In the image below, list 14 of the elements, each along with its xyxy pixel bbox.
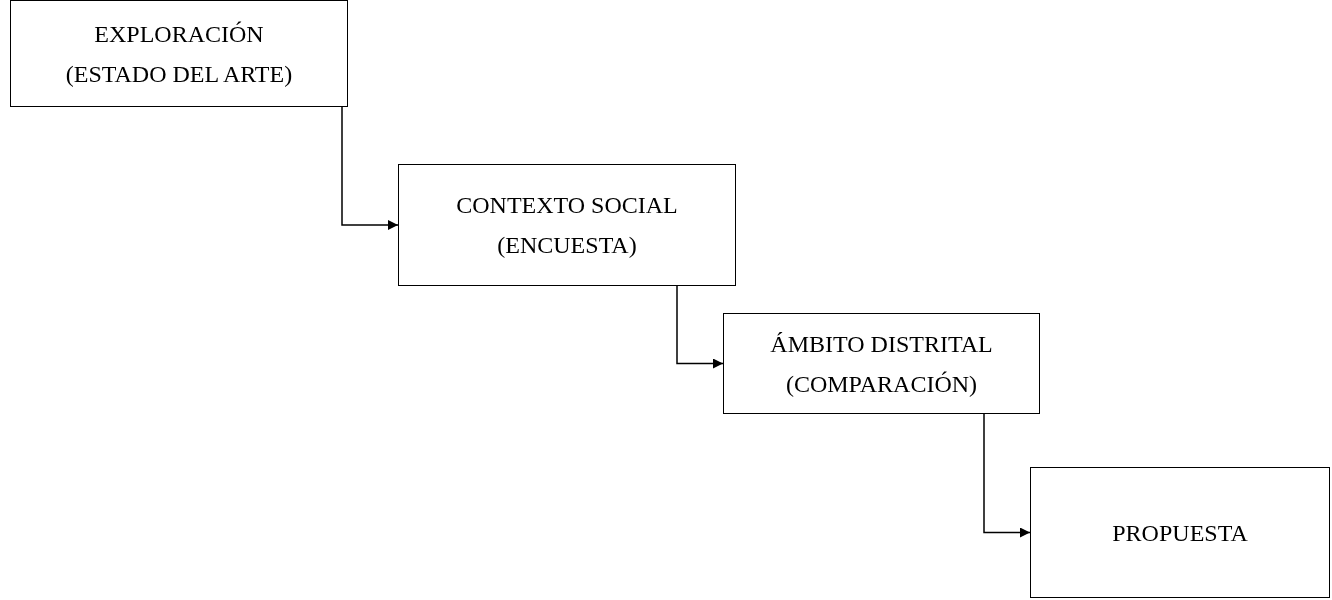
process-box [1030, 467, 1330, 598]
box-label: (COMPARACIÓN) [785, 369, 978, 399]
process-box [10, 0, 348, 107]
box-label: CONTEXTO SOCIAL [456, 191, 678, 220]
box-label: (ENCUESTA) [497, 231, 637, 260]
arrow [983, 413, 1031, 538]
process-box [398, 164, 736, 286]
process-box [723, 313, 1040, 414]
box-label: EXPLORACIÓN [94, 19, 264, 49]
box-label: ÁMBITO DISTRITAL [770, 329, 993, 359]
box-label: PROPUESTA [1112, 518, 1248, 548]
box-label: (ESTADO DEL ARTE) [65, 59, 293, 89]
arrow [341, 106, 399, 230]
arrow [676, 285, 724, 369]
